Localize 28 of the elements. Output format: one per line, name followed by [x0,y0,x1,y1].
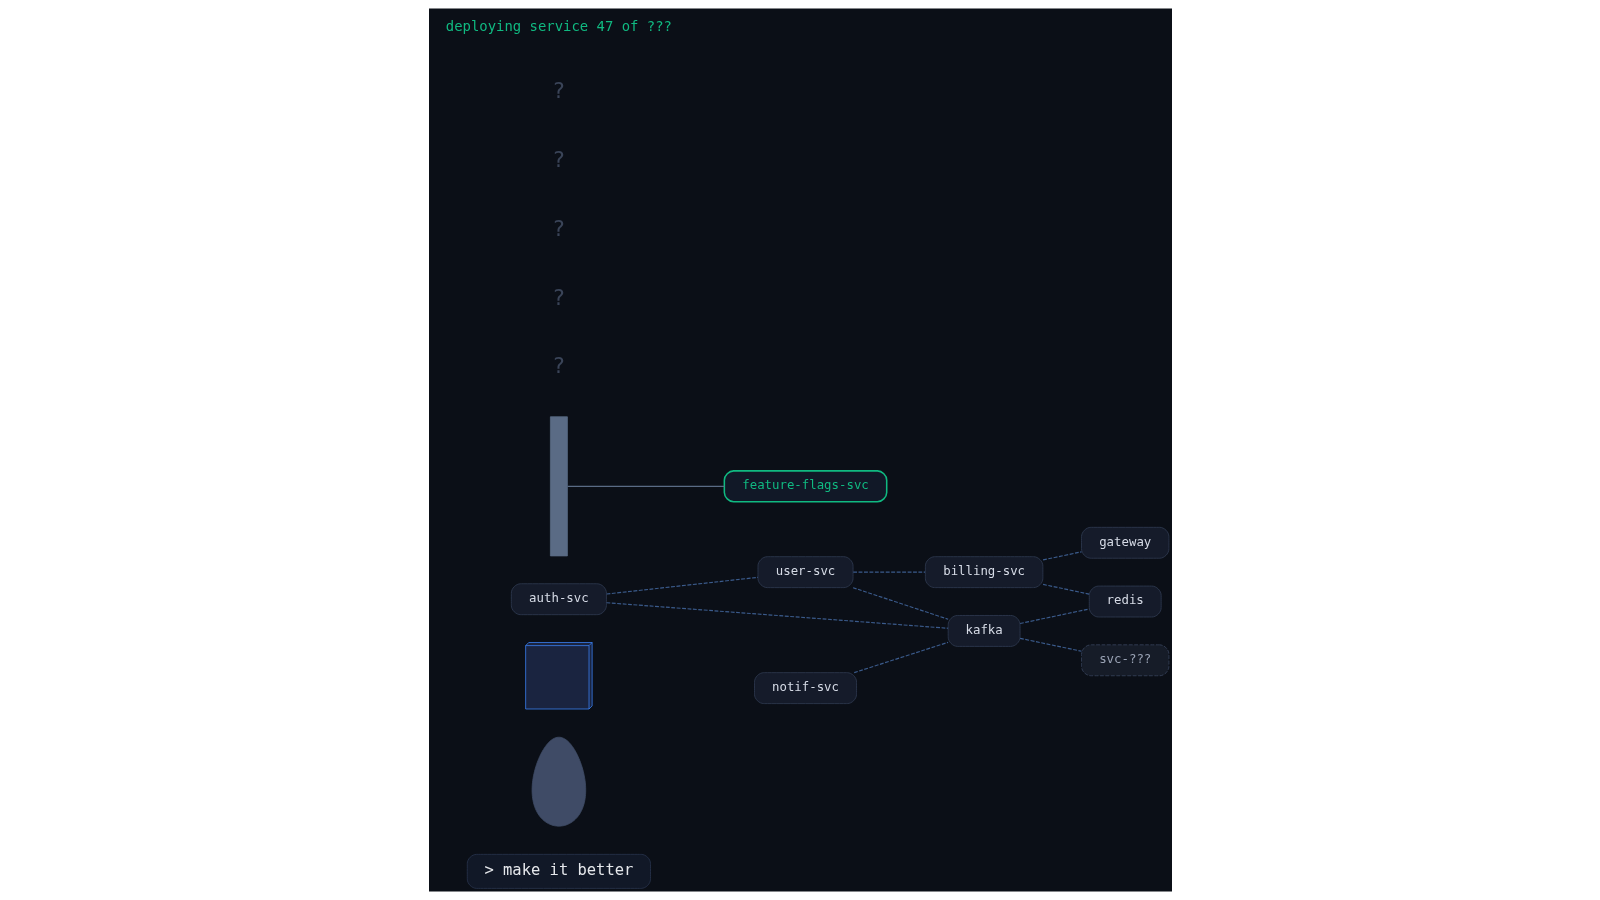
connector [1042,551,1082,561]
node-person [531,736,586,827]
label: ? [551,78,565,104]
label: ? [551,215,565,241]
connector [1019,608,1090,625]
node-box: > make it better [466,853,651,889]
connector [853,641,949,674]
connector [852,571,926,573]
node-box: feature-flags-svc [723,470,887,503]
node-box: auth-svc [510,583,607,616]
node-box: user-svc [757,556,853,588]
node-box: redis [1088,585,1162,618]
node-bar [549,416,568,557]
connector [1019,637,1082,652]
label: ? [551,284,565,310]
connector [1042,583,1090,595]
node-box: svc-??? [1080,644,1169,677]
label: deploying service 47 of ??? [445,18,672,35]
label: ? [551,353,565,379]
connector [851,587,949,620]
connector [605,576,759,595]
node-box: billing-svc [924,556,1043,588]
node-box: notif-svc [753,672,857,704]
node-box: gateway [1080,526,1169,559]
connector [566,485,725,487]
connector [605,602,949,629]
label: ? [551,146,565,172]
node-box: kafka [947,615,1020,647]
